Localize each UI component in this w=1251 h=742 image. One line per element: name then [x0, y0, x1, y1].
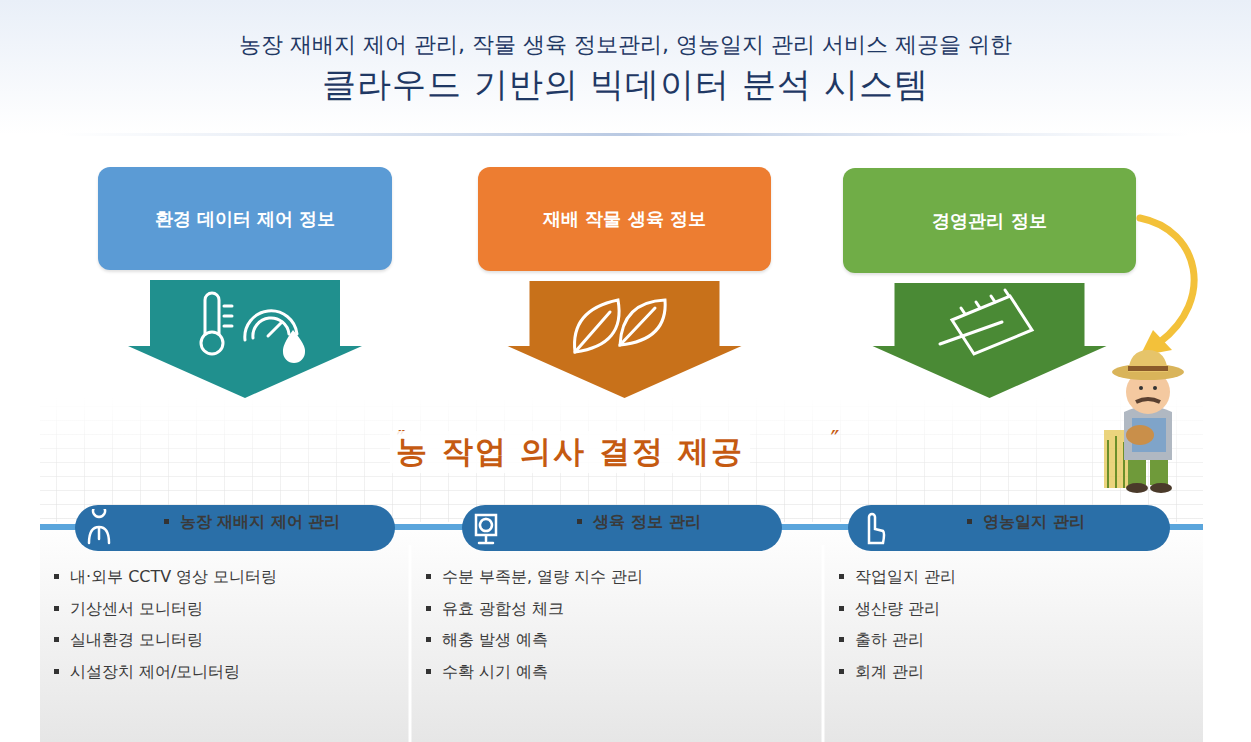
info-box: 경영관리 정보 — [843, 168, 1136, 273]
node-text: 농장 재배지 제어 관리 — [164, 512, 341, 532]
subtitle: 농장 재배지 제어 관리, 작물 생육 정보관리, 영농일지 관리 서비스 제공… — [0, 30, 1251, 60]
node-text: 농 작업 의사 결정 제공 — [390, 431, 750, 473]
function-panel: 작업일지 관리생산량 관리출하 관리회계 관리 영농일지 관리 — [825, 505, 1203, 742]
bullet-item: 기상센서 모니터링 — [54, 599, 410, 619]
header-icon — [854, 509, 890, 547]
node-text: 영농일지 관리 — [967, 512, 1085, 532]
function-panel: 수분 부족분, 열량 지수 관리유효 광합성 체크해충 발생 예측수확 시기 예… — [412, 505, 822, 742]
node-text: 생육 정보 관리 — [577, 512, 700, 532]
bullet-item: 시설장치 제어/모니터링 — [54, 662, 410, 682]
block-arrow — [508, 281, 742, 398]
node-text: 환경 데이터 제어 정보 — [155, 207, 336, 231]
panel-header: 영농일지 관리 — [848, 505, 1170, 551]
bullet-item: 회계 관리 — [839, 662, 1203, 682]
bullet-item: 수확 시기 예측 — [426, 662, 822, 682]
info-box: 재배 작물 생육 정보 — [478, 167, 771, 271]
header-icon — [81, 509, 117, 547]
panel-header: 생육 정보 관리 — [462, 505, 782, 551]
bullet-item: 작업일지 관리 — [839, 567, 1203, 587]
bullet-item: 유효 광합성 체크 — [426, 599, 822, 619]
quote-mark: ″ — [820, 426, 850, 454]
bullet-item: 수분 부족분, 열량 지수 관리 — [426, 567, 822, 587]
bullet-item: 해충 발생 예측 — [426, 630, 822, 650]
decision-band: 농 작업 의사 결정 제공 — [40, 398, 1100, 505]
diagram-title: 클라우드 기반의 빅데이터 분석 시스템 — [0, 62, 1251, 108]
node-text: 재배 작물 생육 정보 — [543, 207, 706, 231]
bullet-item: 생산량 관리 — [839, 599, 1203, 619]
block-arrow — [873, 283, 1107, 398]
panel-header: 농장 재배지 제어 관리 — [75, 505, 395, 551]
function-panel: 내·외부 CCTV 영상 모니터링기상센서 모니터링실내환경 모니터링시설장치 … — [40, 505, 410, 742]
bullet-item: 출하 관리 — [839, 630, 1203, 650]
bullet-item: 실내환경 모니터링 — [54, 630, 410, 650]
node-text: 경영관리 정보 — [932, 209, 1046, 233]
header-icon — [468, 509, 504, 547]
bullet-item: 내·외부 CCTV 영상 모니터링 — [54, 567, 410, 587]
block-arrow — [128, 280, 362, 398]
info-box: 환경 데이터 제어 정보 — [98, 167, 392, 270]
